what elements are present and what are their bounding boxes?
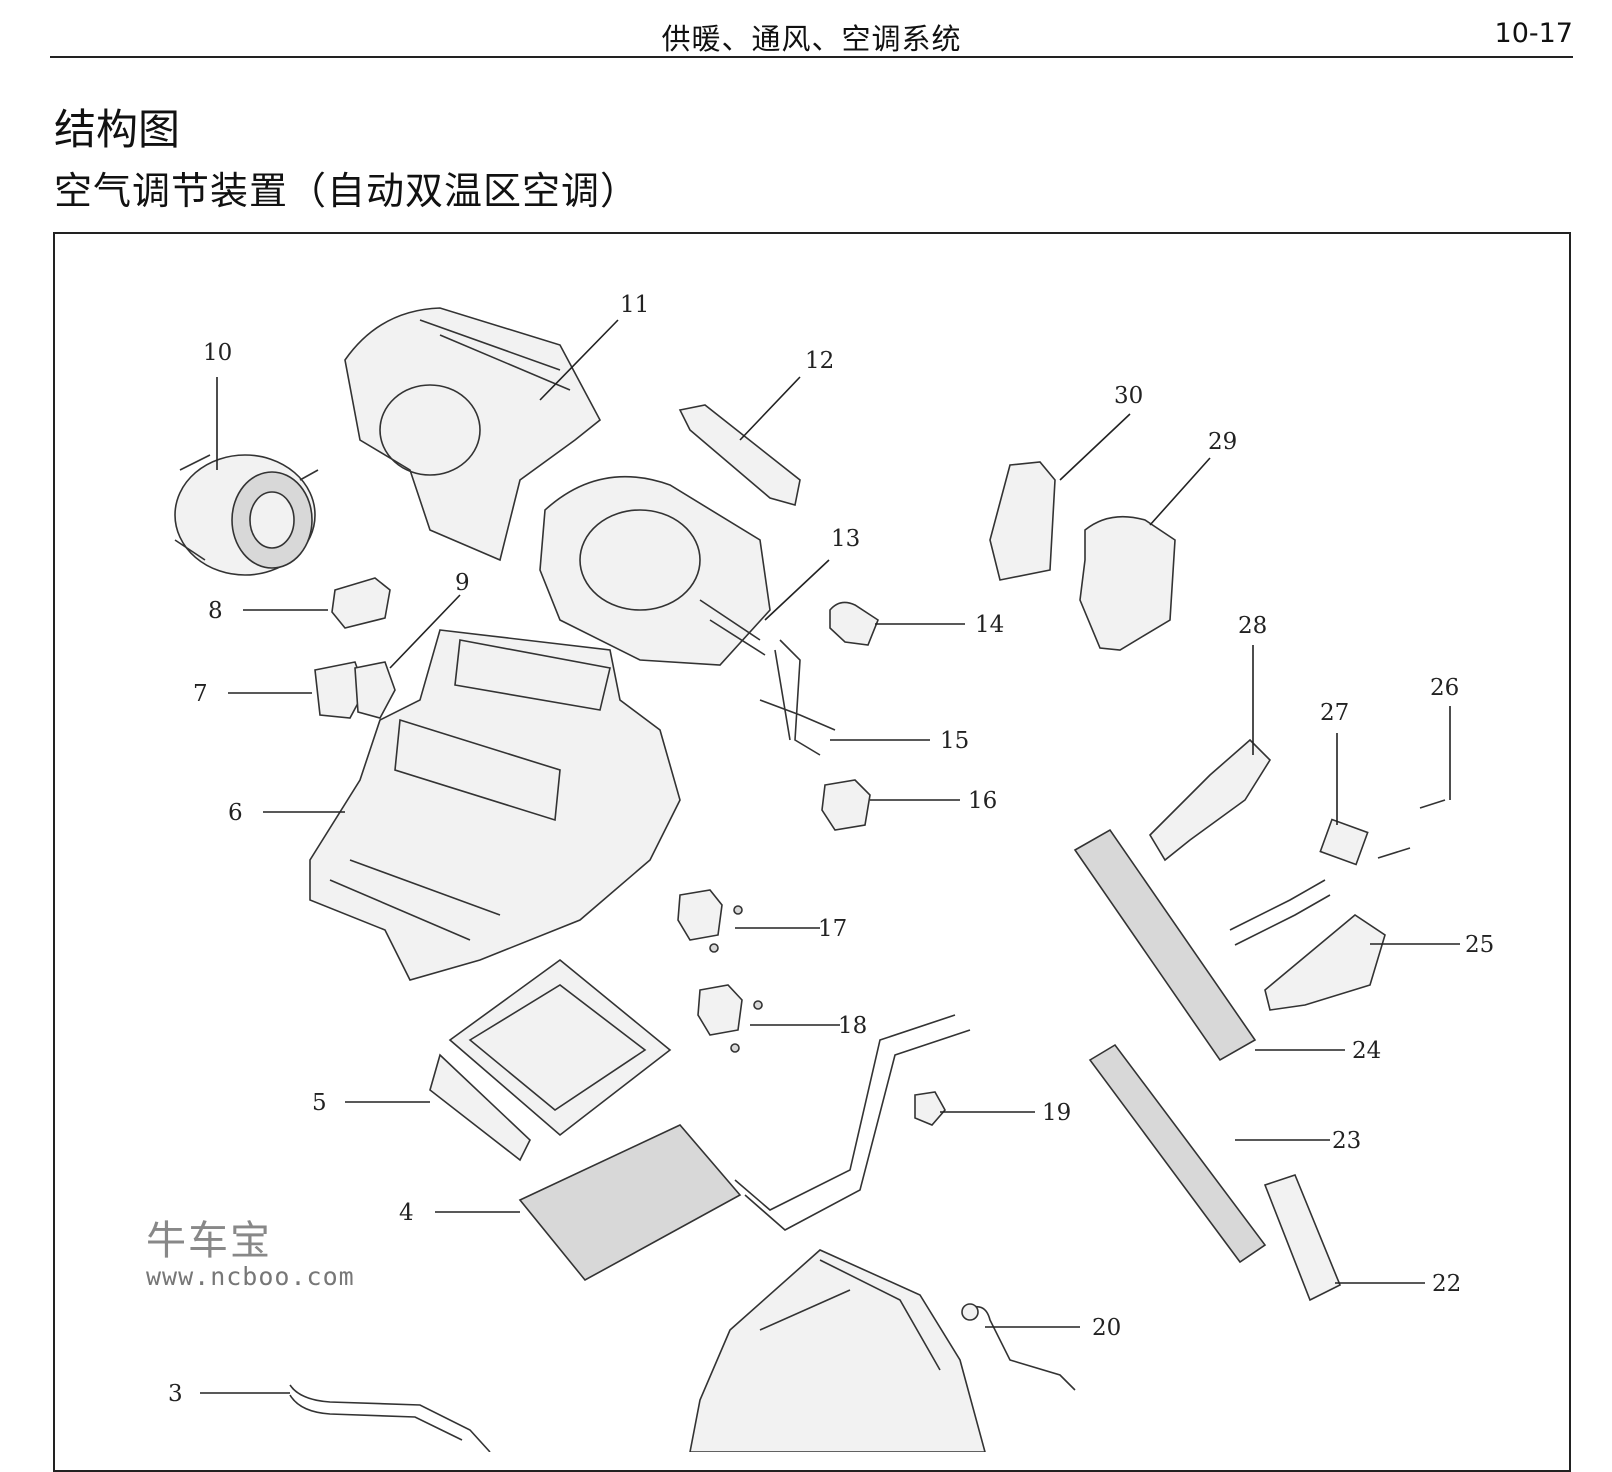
- part-3-pipe: [289, 1384, 491, 1452]
- callout-5: 5: [312, 1090, 327, 1116]
- part-10-blower-motor: [174, 454, 319, 576]
- callout-24: 24: [1352, 1038, 1381, 1064]
- part-29-duct: [1079, 515, 1176, 651]
- callout-19: 19: [1042, 1100, 1071, 1126]
- callout-30: 30: [1114, 383, 1143, 409]
- callout-13: 13: [831, 526, 860, 552]
- page-number: 10-17: [1494, 18, 1573, 49]
- callout-12: 12: [805, 348, 834, 374]
- lower-case: [689, 1249, 986, 1452]
- callout-27: 27: [1320, 700, 1349, 726]
- callout-18: 18: [838, 1013, 867, 1039]
- part-8-bracket: [331, 577, 391, 629]
- part-11-upper-case: [344, 307, 602, 562]
- callout-17: 17: [818, 916, 847, 942]
- callout-25: 25: [1465, 932, 1494, 958]
- callout-8: 8: [208, 598, 223, 624]
- callout-28: 28: [1238, 613, 1267, 639]
- section-title: 结构图: [54, 105, 181, 154]
- part-12-seal: [678, 404, 801, 507]
- part-25-cover: [1264, 914, 1386, 1011]
- part-17-actuator: [677, 889, 743, 953]
- callout-16: 16: [968, 788, 997, 814]
- part-13-blower-housing: [539, 475, 771, 666]
- callout-20: 20: [1092, 1315, 1121, 1341]
- callout-labels: 3 4 5 6 7 8 9 10 11 12 13 14 15 16 17 18…: [168, 292, 1494, 1407]
- page-header: 供暖、通风、空调系统 10-17: [50, 12, 1573, 58]
- part-20-sensor: [961, 1303, 1076, 1391]
- part-4-heater-core: [518, 1014, 971, 1282]
- callout-7: 7: [193, 681, 208, 707]
- callout-4: 4: [399, 1200, 414, 1226]
- part-18-actuator: [697, 984, 763, 1053]
- callout-9: 9: [455, 570, 470, 596]
- part-7-actuator: [314, 661, 396, 719]
- part-22-cover: [1263, 1174, 1342, 1302]
- callout-11: 11: [620, 292, 649, 318]
- part-15-linkage: [759, 639, 836, 756]
- part-6-main-case: [309, 629, 681, 981]
- subsection-title: 空气调节装置（自动双温区空调）: [54, 169, 640, 213]
- callout-29: 29: [1208, 429, 1237, 455]
- part-28-pipe-cover: [1148, 738, 1272, 862]
- header-title: 供暖、通风、空调系统: [661, 22, 962, 56]
- part-24-evaporator: [1073, 828, 1331, 1062]
- callout-22: 22: [1432, 1271, 1461, 1297]
- callout-10: 10: [203, 340, 232, 366]
- watermark-brand: 牛车宝: [146, 1218, 272, 1264]
- leader-lines: [200, 319, 1460, 1394]
- part-26-screw: [1377, 799, 1446, 859]
- callout-26: 26: [1430, 675, 1459, 701]
- part-14-clip: [829, 601, 879, 646]
- callout-15: 15: [940, 728, 969, 754]
- part-16-actuator: [821, 779, 871, 831]
- part-23-cabin-filter: [1088, 1043, 1267, 1264]
- callout-23: 23: [1332, 1128, 1361, 1154]
- watermark-url: www.ncboo.com: [146, 1262, 355, 1291]
- part-5-filter-housing: [429, 958, 672, 1162]
- callout-6: 6: [228, 800, 243, 826]
- part-30-duct: [989, 461, 1056, 581]
- callout-14: 14: [975, 612, 1004, 638]
- part-27-expansion-valve: [1319, 818, 1369, 866]
- callout-3: 3: [168, 1381, 183, 1407]
- part-19-clamp: [914, 1091, 946, 1126]
